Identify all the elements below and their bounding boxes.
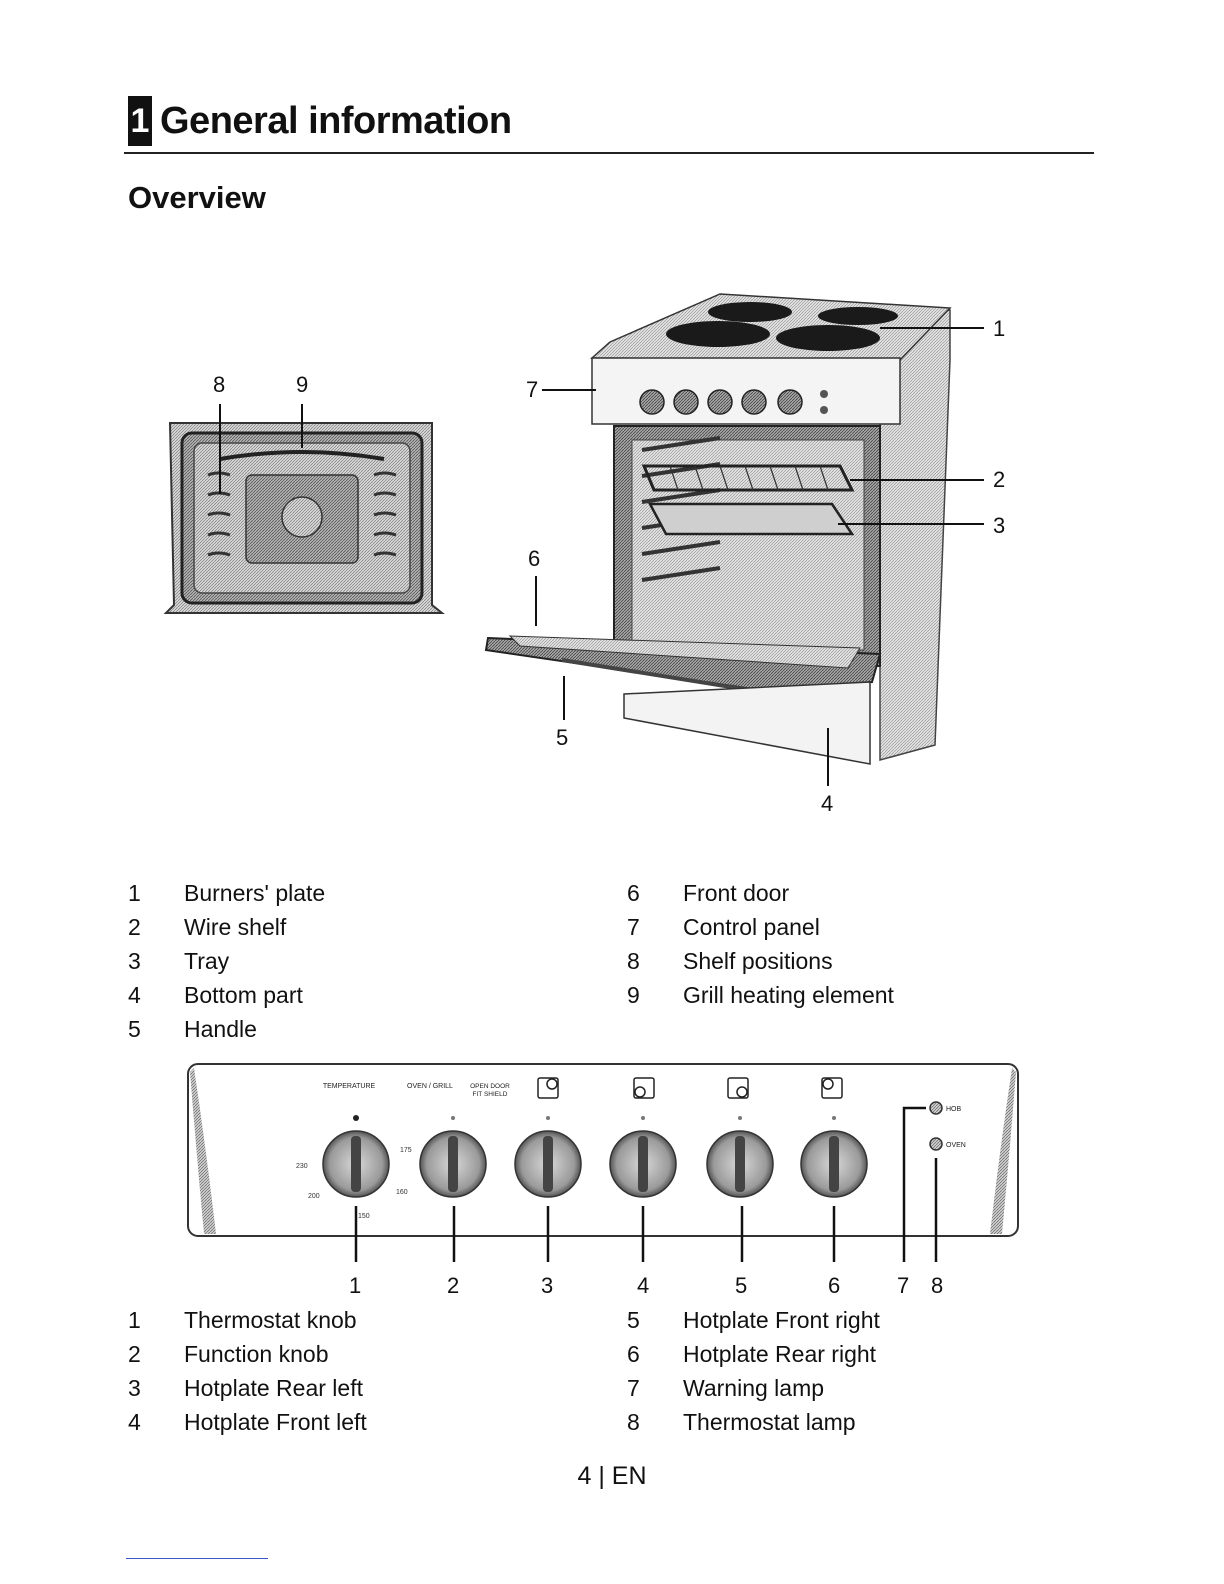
panel-callout-2: 2 bbox=[447, 1273, 460, 1298]
panel-callout-4: 4 bbox=[637, 1273, 650, 1298]
panel-label-hob: HOB bbox=[946, 1106, 962, 1113]
temp-mark-160: 160 bbox=[396, 1189, 408, 1196]
page-footer: 4 | EN bbox=[0, 1462, 1224, 1491]
callout-4: 4 bbox=[821, 791, 834, 816]
chapter-heading: 1 General information bbox=[128, 96, 512, 146]
oven-lamp bbox=[929, 1137, 943, 1151]
panel-label-temperature: TEMPERATURE bbox=[323, 1083, 376, 1090]
footer-separator: | bbox=[598, 1462, 612, 1490]
language-code: EN bbox=[611, 1462, 647, 1490]
callout-8: 8 bbox=[213, 372, 226, 397]
callout-5: 5 bbox=[556, 725, 569, 750]
chapter-number: 1 bbox=[128, 96, 152, 146]
panel-label-fit-shield: FIT SHIELD bbox=[473, 1091, 508, 1098]
hob-lamp bbox=[929, 1101, 943, 1115]
callout-3: 3 bbox=[993, 513, 1006, 538]
panel-callout-7: 7 bbox=[897, 1273, 910, 1298]
cooker-illustration bbox=[484, 293, 952, 765]
panel-callout-5: 5 bbox=[735, 1273, 748, 1298]
knobs bbox=[322, 1130, 868, 1198]
heading-rule bbox=[124, 152, 1094, 154]
panel-callout-8: 8 bbox=[931, 1273, 944, 1298]
control-panel-illustration: TEMPERATURE OVEN / GRILL OPEN DOOR FIT S… bbox=[187, 1063, 1019, 1262]
callout-6: 6 bbox=[528, 546, 541, 571]
callout-2: 2 bbox=[993, 467, 1006, 492]
page-number: 4 bbox=[577, 1462, 592, 1490]
panel-label-open-door: OPEN DOOR bbox=[470, 1083, 510, 1090]
panel-callout-3: 3 bbox=[541, 1273, 554, 1298]
callout-7: 7 bbox=[526, 377, 539, 402]
callout-1: 1 bbox=[993, 316, 1006, 341]
hotplate-position-icons bbox=[537, 1077, 843, 1099]
panel-label-oven: OVEN bbox=[946, 1142, 966, 1149]
temp-mark-200: 200 bbox=[308, 1193, 320, 1200]
callout-9: 9 bbox=[296, 372, 309, 397]
temp-mark-230: 230 bbox=[296, 1163, 308, 1170]
panel-callout-1: 1 bbox=[349, 1273, 362, 1298]
section-title: Overview bbox=[128, 180, 266, 215]
temp-mark-175: 175 bbox=[400, 1147, 412, 1154]
temp-mark-150: 150 bbox=[358, 1213, 370, 1220]
bottom-link-line bbox=[126, 1558, 268, 1559]
panel-label-oven-grill: OVEN / GRILL bbox=[407, 1083, 453, 1090]
panel-callout-6: 6 bbox=[828, 1273, 841, 1298]
oven-interior-illustration bbox=[163, 422, 445, 614]
chapter-title: General information bbox=[160, 99, 512, 142]
